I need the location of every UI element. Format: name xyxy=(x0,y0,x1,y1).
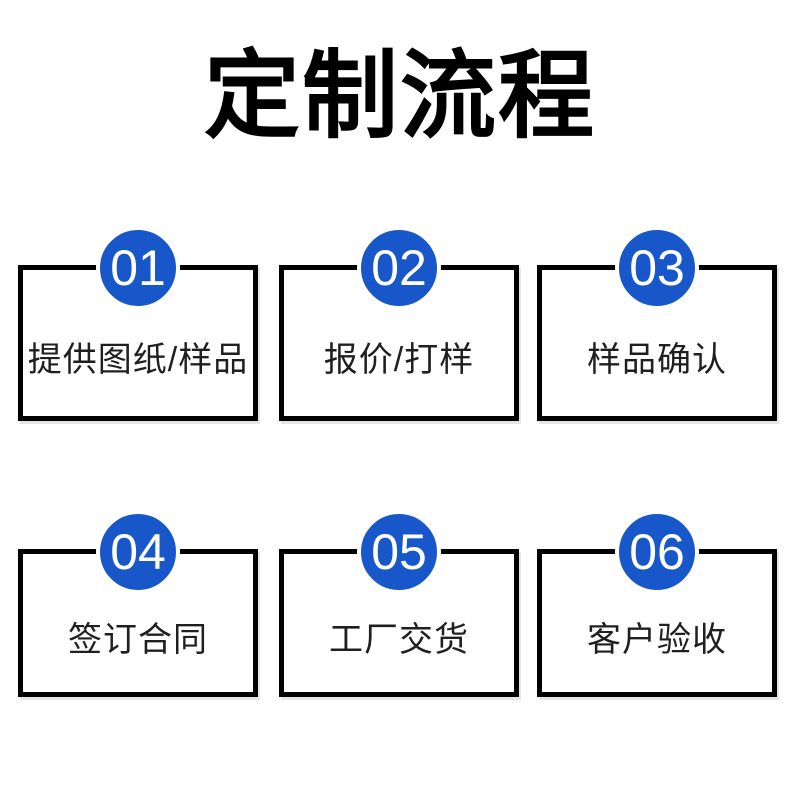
step-card-6: 06 客户验收 xyxy=(537,510,777,697)
step-number-badge: 06 xyxy=(615,510,699,594)
step-number-badge: 05 xyxy=(357,510,441,594)
step-label: 提供图纸/样品 xyxy=(27,340,249,379)
step-number-badge: 03 xyxy=(615,226,699,310)
step-number-badge: 04 xyxy=(96,510,180,594)
step-number-badge: 01 xyxy=(96,226,180,310)
step-card-2: 02 报价/打样 xyxy=(279,226,519,421)
step-number-badge: 02 xyxy=(357,226,441,310)
step-label: 报价/打样 xyxy=(323,340,475,379)
step-card-1: 01 提供图纸/样品 xyxy=(18,226,258,421)
step-label: 工厂交货 xyxy=(329,620,469,659)
step-label: 客户验收 xyxy=(587,620,727,659)
step-card-3: 03 样品确认 xyxy=(537,226,777,421)
step-label: 签订合同 xyxy=(68,620,208,659)
page-title: 定制流程 xyxy=(204,43,596,150)
step-card-4: 04 签订合同 xyxy=(18,510,258,697)
step-label: 样品确认 xyxy=(587,340,727,379)
step-card-5: 05 工厂交货 xyxy=(279,510,519,697)
